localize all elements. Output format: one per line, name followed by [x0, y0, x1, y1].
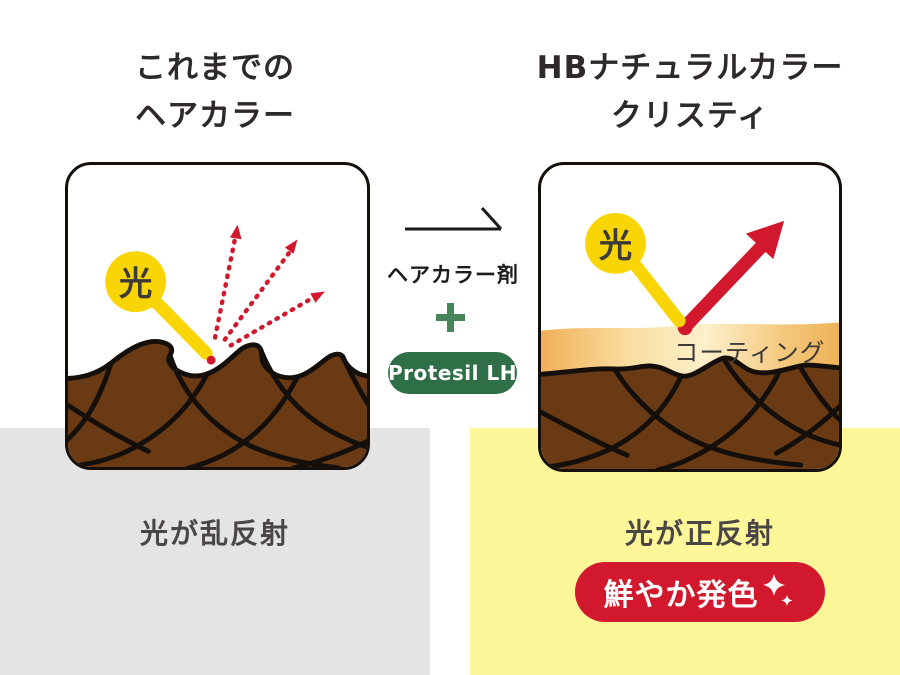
ingredient-badge: Protesil LH	[388, 352, 517, 394]
ingredient-badge-label: Protesil LH	[388, 361, 517, 385]
hair-cuticle-rough-icon	[68, 338, 367, 467]
light-label: 光	[599, 226, 632, 265]
after-caption: 光が正反射	[624, 517, 775, 550]
scattered-light-arrows-icon	[212, 224, 325, 348]
result-badge-label: 鮮やか発色	[603, 578, 759, 613]
result-badge: 鮮やか発色	[575, 562, 825, 622]
before-illustration-box: 光	[65, 162, 370, 470]
light-icon: 光	[585, 213, 686, 328]
before-caption: 光が乱反射	[139, 517, 290, 550]
coating-label: コーティング	[674, 338, 825, 367]
reflected-light-arrow-icon	[677, 220, 785, 336]
after-title: HBナチュラルカラー クリスティ	[536, 50, 844, 134]
hair-cuticle-smooth-icon	[541, 355, 839, 469]
rough-hair-illustration: 光	[68, 224, 367, 467]
transform-arrow-icon	[405, 206, 503, 231]
after-illustration-box: コーティング 光	[538, 162, 842, 472]
light-label: 光	[119, 264, 152, 303]
sparkle-icon	[762, 574, 792, 606]
coating-layer	[541, 322, 839, 378]
light-icon: 光	[105, 251, 216, 365]
agent-label: ヘアカラー剤	[387, 263, 519, 287]
coated-hair-illustration: コーティング 光	[541, 213, 839, 469]
before-title: これまでの ヘアカラー	[135, 50, 295, 134]
plus-icon	[436, 303, 465, 332]
